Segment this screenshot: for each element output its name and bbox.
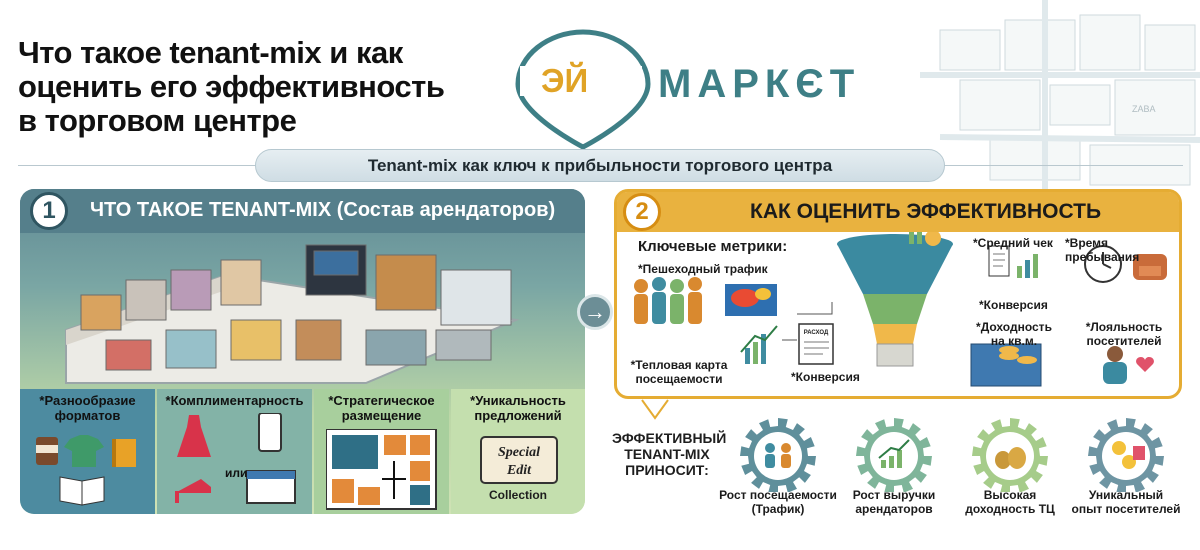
collection-text: Collection — [488, 488, 547, 502]
tenant-mix-panel-header — [20, 189, 585, 233]
or-text: или — [225, 466, 247, 480]
smartphone-icon — [258, 413, 282, 452]
benefit-gear-2 — [835, 412, 953, 517]
chevron-down-icon — [641, 399, 669, 420]
special-edit-badge: Special Edit — [480, 436, 558, 484]
category-formats: *Разнообразие форматов — [20, 389, 155, 514]
special-text: Special — [498, 445, 540, 460]
category-complementarity-label: *Комплиментарность — [165, 393, 304, 408]
yield-label: *Доходность на кв.м. — [976, 320, 1052, 348]
step-number-1: 1 — [30, 192, 68, 230]
effective-tenant-mix-label: ЭФФЕКТИВНЫЙ TENANT-MIX ПРИНОСИТ: — [612, 430, 727, 478]
gear-icon — [1088, 418, 1164, 494]
benefit-gear-4 — [1067, 412, 1185, 517]
logo-word: МАРКЄТ — [658, 62, 861, 106]
dwell-time-label: *Время пребывания — [1065, 236, 1140, 264]
title-line-2: оценить его эффективность — [18, 69, 445, 104]
receipt-icon: РАСХОД — [798, 323, 834, 365]
format-icons — [36, 435, 136, 506]
metrics-illustration: РАСХОД — [634, 232, 1167, 387]
high-heel-icon — [175, 479, 211, 503]
conversion-bottom-label: *Конверсия — [791, 370, 860, 384]
growth-chart-icon — [878, 439, 910, 468]
tenant-mix-panel: 1 ЧТО ТАКОЕ TENANT-MIX (Состав арендатор… — [20, 189, 585, 514]
category-uniqueness: *Уникальность предложений Special Edit C… — [451, 389, 585, 514]
category-uniqueness-label: *Уникальность предложений — [470, 393, 566, 423]
title-line-3: в торговом центре — [18, 103, 297, 138]
growth-chart-icon — [740, 325, 778, 364]
conversion-funnel-icon — [837, 234, 953, 367]
bar-chart-gear-icon — [909, 232, 941, 246]
location-pin-icon — [515, 29, 651, 150]
page-title: Что такое tenant-mix и как оценить его э… — [18, 36, 488, 138]
benefit-gear-3 — [951, 412, 1069, 517]
people-icon — [765, 443, 791, 468]
edit-text: Edit — [506, 463, 532, 478]
loyal-visitor-icon — [1103, 346, 1154, 384]
dress-icon — [177, 415, 211, 457]
loyalty-label: *Лояльность посетителей — [1085, 320, 1163, 348]
category-strategic-placement: *Стратегическое размещение — [314, 389, 449, 514]
store-icon — [246, 470, 296, 504]
arrow-right-icon: → — [577, 294, 613, 330]
mall-isometric-illustration — [65, 244, 520, 384]
gear-icon — [740, 418, 816, 494]
small-chart-icon — [1017, 254, 1038, 278]
effectiveness-panel-header — [617, 192, 1179, 232]
placement-grid-icon — [326, 429, 437, 510]
gear-icon — [856, 418, 932, 494]
subtitle-pill: Tenant-mix как ключ к прибыльности торго… — [255, 149, 945, 182]
heatmap-icon — [725, 284, 777, 316]
open-book-icon — [59, 476, 105, 506]
key-metrics-title: Ключевые метрики: — [638, 238, 788, 255]
book-icon — [112, 439, 136, 467]
brand-logo: ЭЙ МАРКЄТ — [508, 22, 854, 152]
title-line-1: Что такое tenant-mix и как — [18, 35, 403, 70]
floor-plan-coins-icon — [970, 343, 1042, 387]
gear-icon — [972, 418, 1048, 494]
mall-floor-plan-map: ZABA — [920, 0, 1200, 190]
clock-icon — [1084, 245, 1122, 283]
receipt-small-icon — [988, 245, 1010, 277]
tshirt-icon — [64, 435, 104, 467]
people-group-icon — [634, 277, 702, 324]
complementarity-icons: или — [175, 413, 296, 504]
logo-ei: ЭЙ — [541, 62, 589, 99]
effectiveness-panel-title: КАК ОЦЕНИТЬ ЭФФЕКТИВНОСТЬ — [750, 200, 1102, 223]
coffee-cup-icon — [36, 437, 58, 465]
avg-check-label: *Средний чек — [973, 236, 1053, 250]
category-placement-label: *Стратегическое размещение — [328, 393, 435, 423]
receipt-label: РАСХОД — [804, 330, 829, 336]
map-label-zaba: ZABA — [1132, 104, 1156, 114]
money-bags-icon — [995, 447, 1026, 469]
step-number-2: 2 — [623, 193, 661, 231]
armchair-icon — [1133, 254, 1167, 280]
heatmap-label: *Тепловая карта посещаемости — [630, 358, 728, 386]
foot-traffic-label: *Пешеходный трафик — [638, 262, 768, 276]
effectiveness-panel: 2 КАК ОЦЕНИТЬ ЭФФЕКТИВНОСТЬ РАСХОД — [614, 189, 1182, 399]
conversion-right-label: *Конверсия — [979, 298, 1048, 312]
benefit-gear-1 — [719, 412, 837, 517]
benefit-gear-label-1: Рост посещаемости(Трафик) — [719, 488, 837, 516]
category-formats-label: *Разнообразие форматов — [39, 393, 136, 423]
category-complementarity: *Комплиментарность или — [157, 389, 312, 514]
happy-faces-icon — [1112, 441, 1145, 469]
tenant-mix-panel-title: ЧТО ТАКОЕ TENANT-MIX (Состав арендаторов… — [90, 199, 556, 221]
